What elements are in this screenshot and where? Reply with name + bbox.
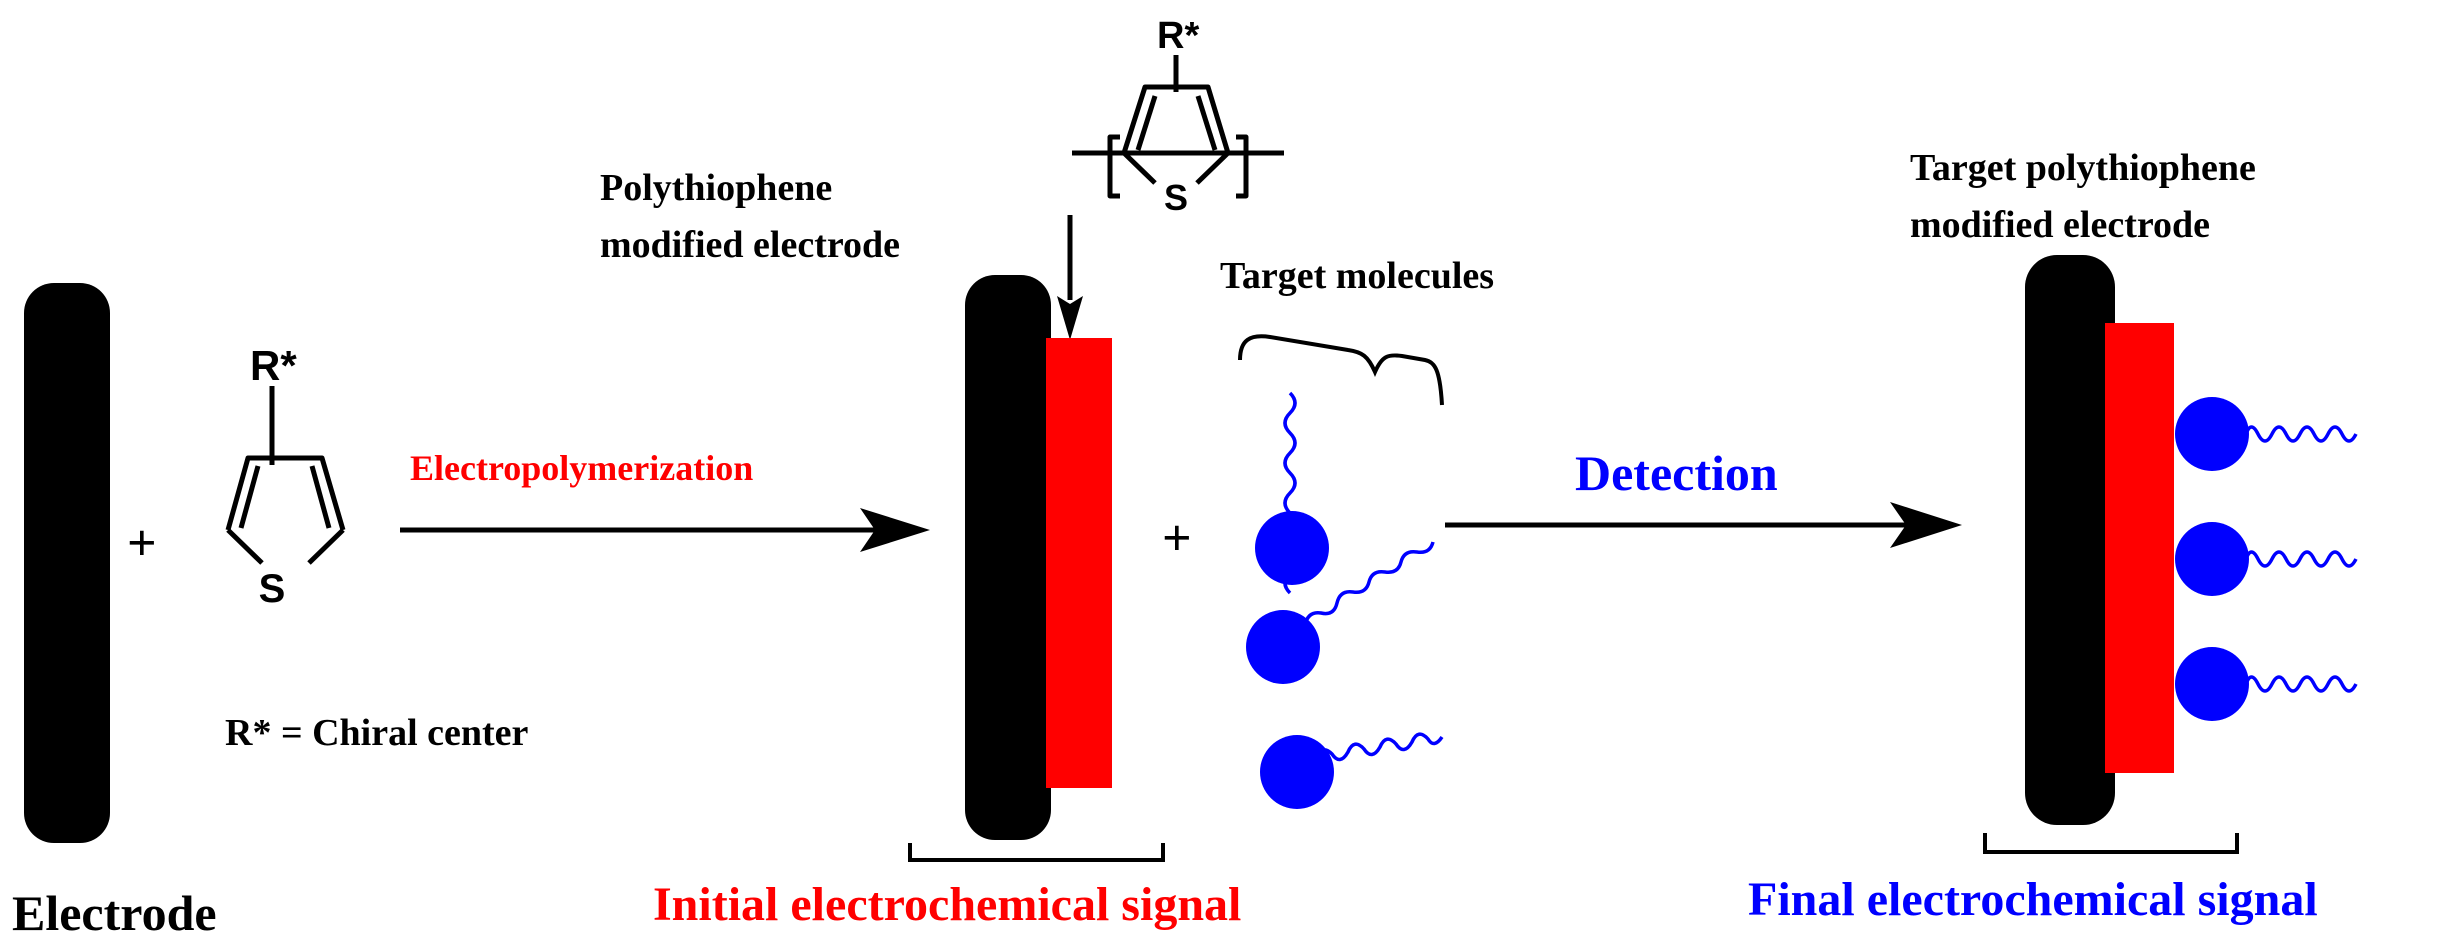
electropolymerization-label: Electropolymerization xyxy=(410,448,753,488)
plus-sign-2: + xyxy=(1162,510,1192,567)
bound-target-molecule-1 xyxy=(2175,397,2358,471)
monomer-sulfur-label: S xyxy=(259,567,286,611)
initial-signal-label: Initial electrochemical signal xyxy=(653,878,1241,931)
initial-signal-bracket xyxy=(908,843,1165,862)
polymer-pointer-arrowhead xyxy=(1057,296,1083,340)
monomer-substituent-label: R* xyxy=(250,342,297,389)
polymer-substituent-label: R* xyxy=(1157,15,1199,57)
free-target-molecule-1 xyxy=(1255,391,1329,595)
final-electrode-label-line1: Target polythiophene xyxy=(1910,147,2256,189)
electropolymerization-arrow xyxy=(400,508,930,552)
bound-target-molecule-2 xyxy=(2175,522,2358,596)
modified-electrode-label-line1: Polythiophene xyxy=(600,167,832,209)
polythiophene-film xyxy=(1046,338,1112,788)
thiophene-monomer xyxy=(225,386,346,565)
final-electrode-label-line2: modified electrode xyxy=(1910,204,2210,246)
detection-arrow xyxy=(1445,502,1962,548)
modified-electrode-base xyxy=(965,275,1051,840)
plus-sign-1: + xyxy=(127,515,157,572)
electrode-label: Electrode xyxy=(12,885,217,941)
modified-electrode-label-line2: modified electrode xyxy=(600,224,900,266)
polymer-sulfur-label: S xyxy=(1164,177,1188,218)
final-signal-label: Final electrochemical signal xyxy=(1748,873,2318,926)
free-target-molecule-2 xyxy=(1246,541,1435,684)
bare-electrode xyxy=(24,283,110,843)
bound-target-molecule-3 xyxy=(2175,647,2358,721)
final-electrode-base xyxy=(2025,255,2115,825)
final-signal-bracket xyxy=(1983,833,2239,854)
chiral-center-note: R* = Chiral center xyxy=(225,712,529,754)
free-target-molecule-3 xyxy=(1260,732,1444,809)
final-polythiophene-film xyxy=(2105,323,2174,773)
target-molecules-label: Target molecules xyxy=(1220,255,1494,297)
target-molecules-brace xyxy=(1238,334,1444,406)
detection-label: Detection xyxy=(1575,445,1778,501)
polythiophene-repeat-unit xyxy=(1067,55,1284,300)
